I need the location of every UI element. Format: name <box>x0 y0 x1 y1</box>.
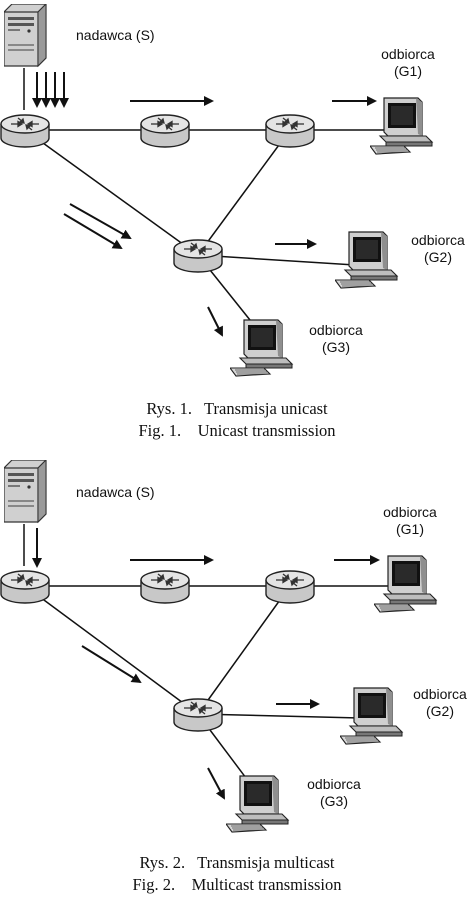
receiver-computer-icon <box>230 319 293 377</box>
router-icon <box>265 114 315 148</box>
caption-pl: Rys. 2. Transmisja multicast <box>139 853 335 872</box>
network-links <box>23 524 400 795</box>
receiver-g1-label: odbiorca (G1) <box>378 46 438 80</box>
multicast-network-diagram <box>0 460 437 833</box>
receiver-g3-id: (G3) <box>322 339 350 355</box>
receiver-g3-label: odbiorca (G3) <box>306 322 366 356</box>
receiver-g2-label: odbiorca (G2) <box>408 232 468 266</box>
router-icon <box>173 698 223 732</box>
router-icon <box>0 114 50 148</box>
receiver-g1-id: (G1) <box>396 521 424 537</box>
receiver-computer-icon <box>374 555 437 613</box>
packet-arrows <box>32 528 380 800</box>
receiver-computer-icon <box>370 97 433 155</box>
caption-en: Fig. 1. Unicast transmission <box>138 421 336 440</box>
receiver-g2-name: odbiorca <box>413 686 467 702</box>
receiver-g2-id: (G2) <box>424 249 452 265</box>
sender-server-icon <box>4 460 47 523</box>
receiver-g3-id: (G3) <box>320 793 348 809</box>
network-links <box>23 68 400 336</box>
sender-server-icon <box>4 4 47 67</box>
receiver-g2-id: (G2) <box>426 703 454 719</box>
router-icon <box>140 114 190 148</box>
router-icon <box>265 570 315 604</box>
unicast-network-diagram <box>0 4 433 377</box>
figure-multicast: nadawca (S) odbiorca (G1) odbiorca (G2) … <box>0 456 474 897</box>
receiver-g1-name: odbiorca <box>381 46 435 62</box>
receiver-g3-label: odbiorca (G3) <box>304 776 364 810</box>
router-icon <box>0 570 50 604</box>
receiver-g2-name: odbiorca <box>411 232 465 248</box>
router-icon <box>173 239 223 273</box>
receiver-computer-icon <box>340 687 403 745</box>
caption-en: Fig. 2. Multicast transmission <box>132 875 342 894</box>
caption-pl: Rys. 1. Transmisja unicast <box>146 399 328 418</box>
receiver-computer-icon <box>226 775 289 833</box>
router-icon <box>140 570 190 604</box>
figure-unicast: nadawca (S) odbiorca (G1) odbiorca (G2) … <box>0 0 474 448</box>
receiver-g2-label: odbiorca (G2) <box>410 686 470 720</box>
receiver-g1-id: (G1) <box>394 63 422 79</box>
receiver-g1-name: odbiorca <box>383 504 437 520</box>
receiver-g1-label: odbiorca (G1) <box>380 504 440 538</box>
sender-label: nadawca (S) <box>76 484 155 500</box>
receiver-computer-icon <box>335 231 398 289</box>
receiver-g3-name: odbiorca <box>307 776 361 792</box>
receiver-g3-name: odbiorca <box>309 322 363 338</box>
packet-arrows <box>32 72 377 337</box>
sender-label: nadawca (S) <box>76 27 155 43</box>
